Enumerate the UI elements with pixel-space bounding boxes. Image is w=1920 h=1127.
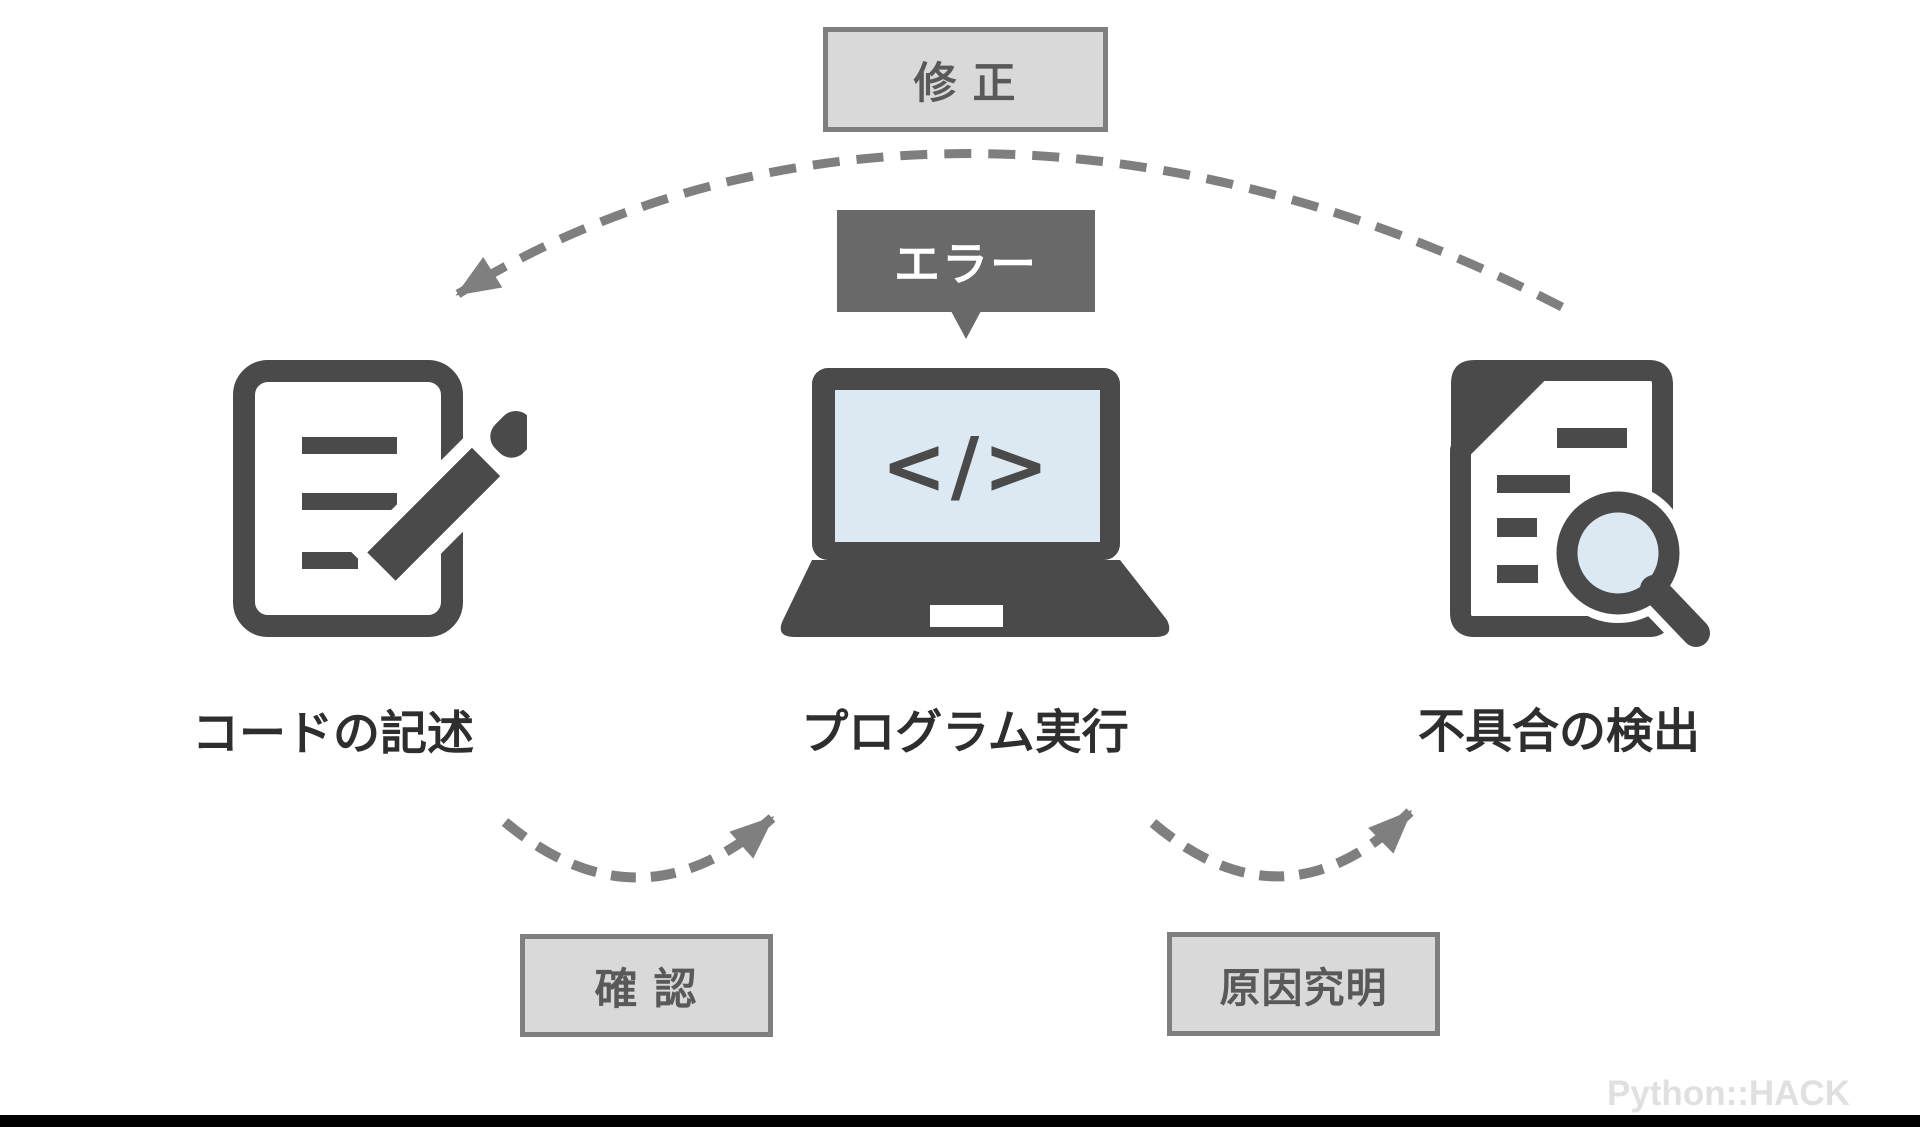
node-label-write-code: コードの記述 bbox=[192, 706, 474, 760]
watermark: Python::HACK bbox=[1606, 1074, 1850, 1113]
laptop-code-icon: </> bbox=[780, 368, 1170, 637]
document-pencil-icon bbox=[233, 360, 527, 637]
error-bubble-tail bbox=[951, 311, 981, 339]
node-label-run-program: プログラム実行 bbox=[801, 705, 1129, 759]
cause-label: 原因究明 bbox=[1219, 965, 1388, 1011]
fix-label: 修 正 bbox=[913, 59, 1018, 108]
bottom-letterbox-bar bbox=[0, 1115, 1920, 1127]
check-label: 確 認 bbox=[594, 965, 699, 1014]
arrow-check bbox=[501, 814, 776, 883]
fix-label-box: 修 正 bbox=[823, 27, 1108, 132]
code-symbol: </> bbox=[881, 422, 1052, 512]
error-label: エラー bbox=[894, 238, 1038, 290]
magnifier-glass bbox=[1548, 483, 1719, 652]
node-label-detect-bug: 不具合の検出 bbox=[1418, 704, 1700, 758]
error-bubble: エラー bbox=[837, 210, 1095, 312]
arrow-fix bbox=[455, 149, 1565, 312]
cause-label-box: 原因究明 bbox=[1167, 932, 1440, 1036]
document-magnifier-icon bbox=[1450, 360, 1719, 652]
check-label-box: 確 認 bbox=[520, 934, 773, 1037]
arrow-cause bbox=[1149, 808, 1414, 882]
